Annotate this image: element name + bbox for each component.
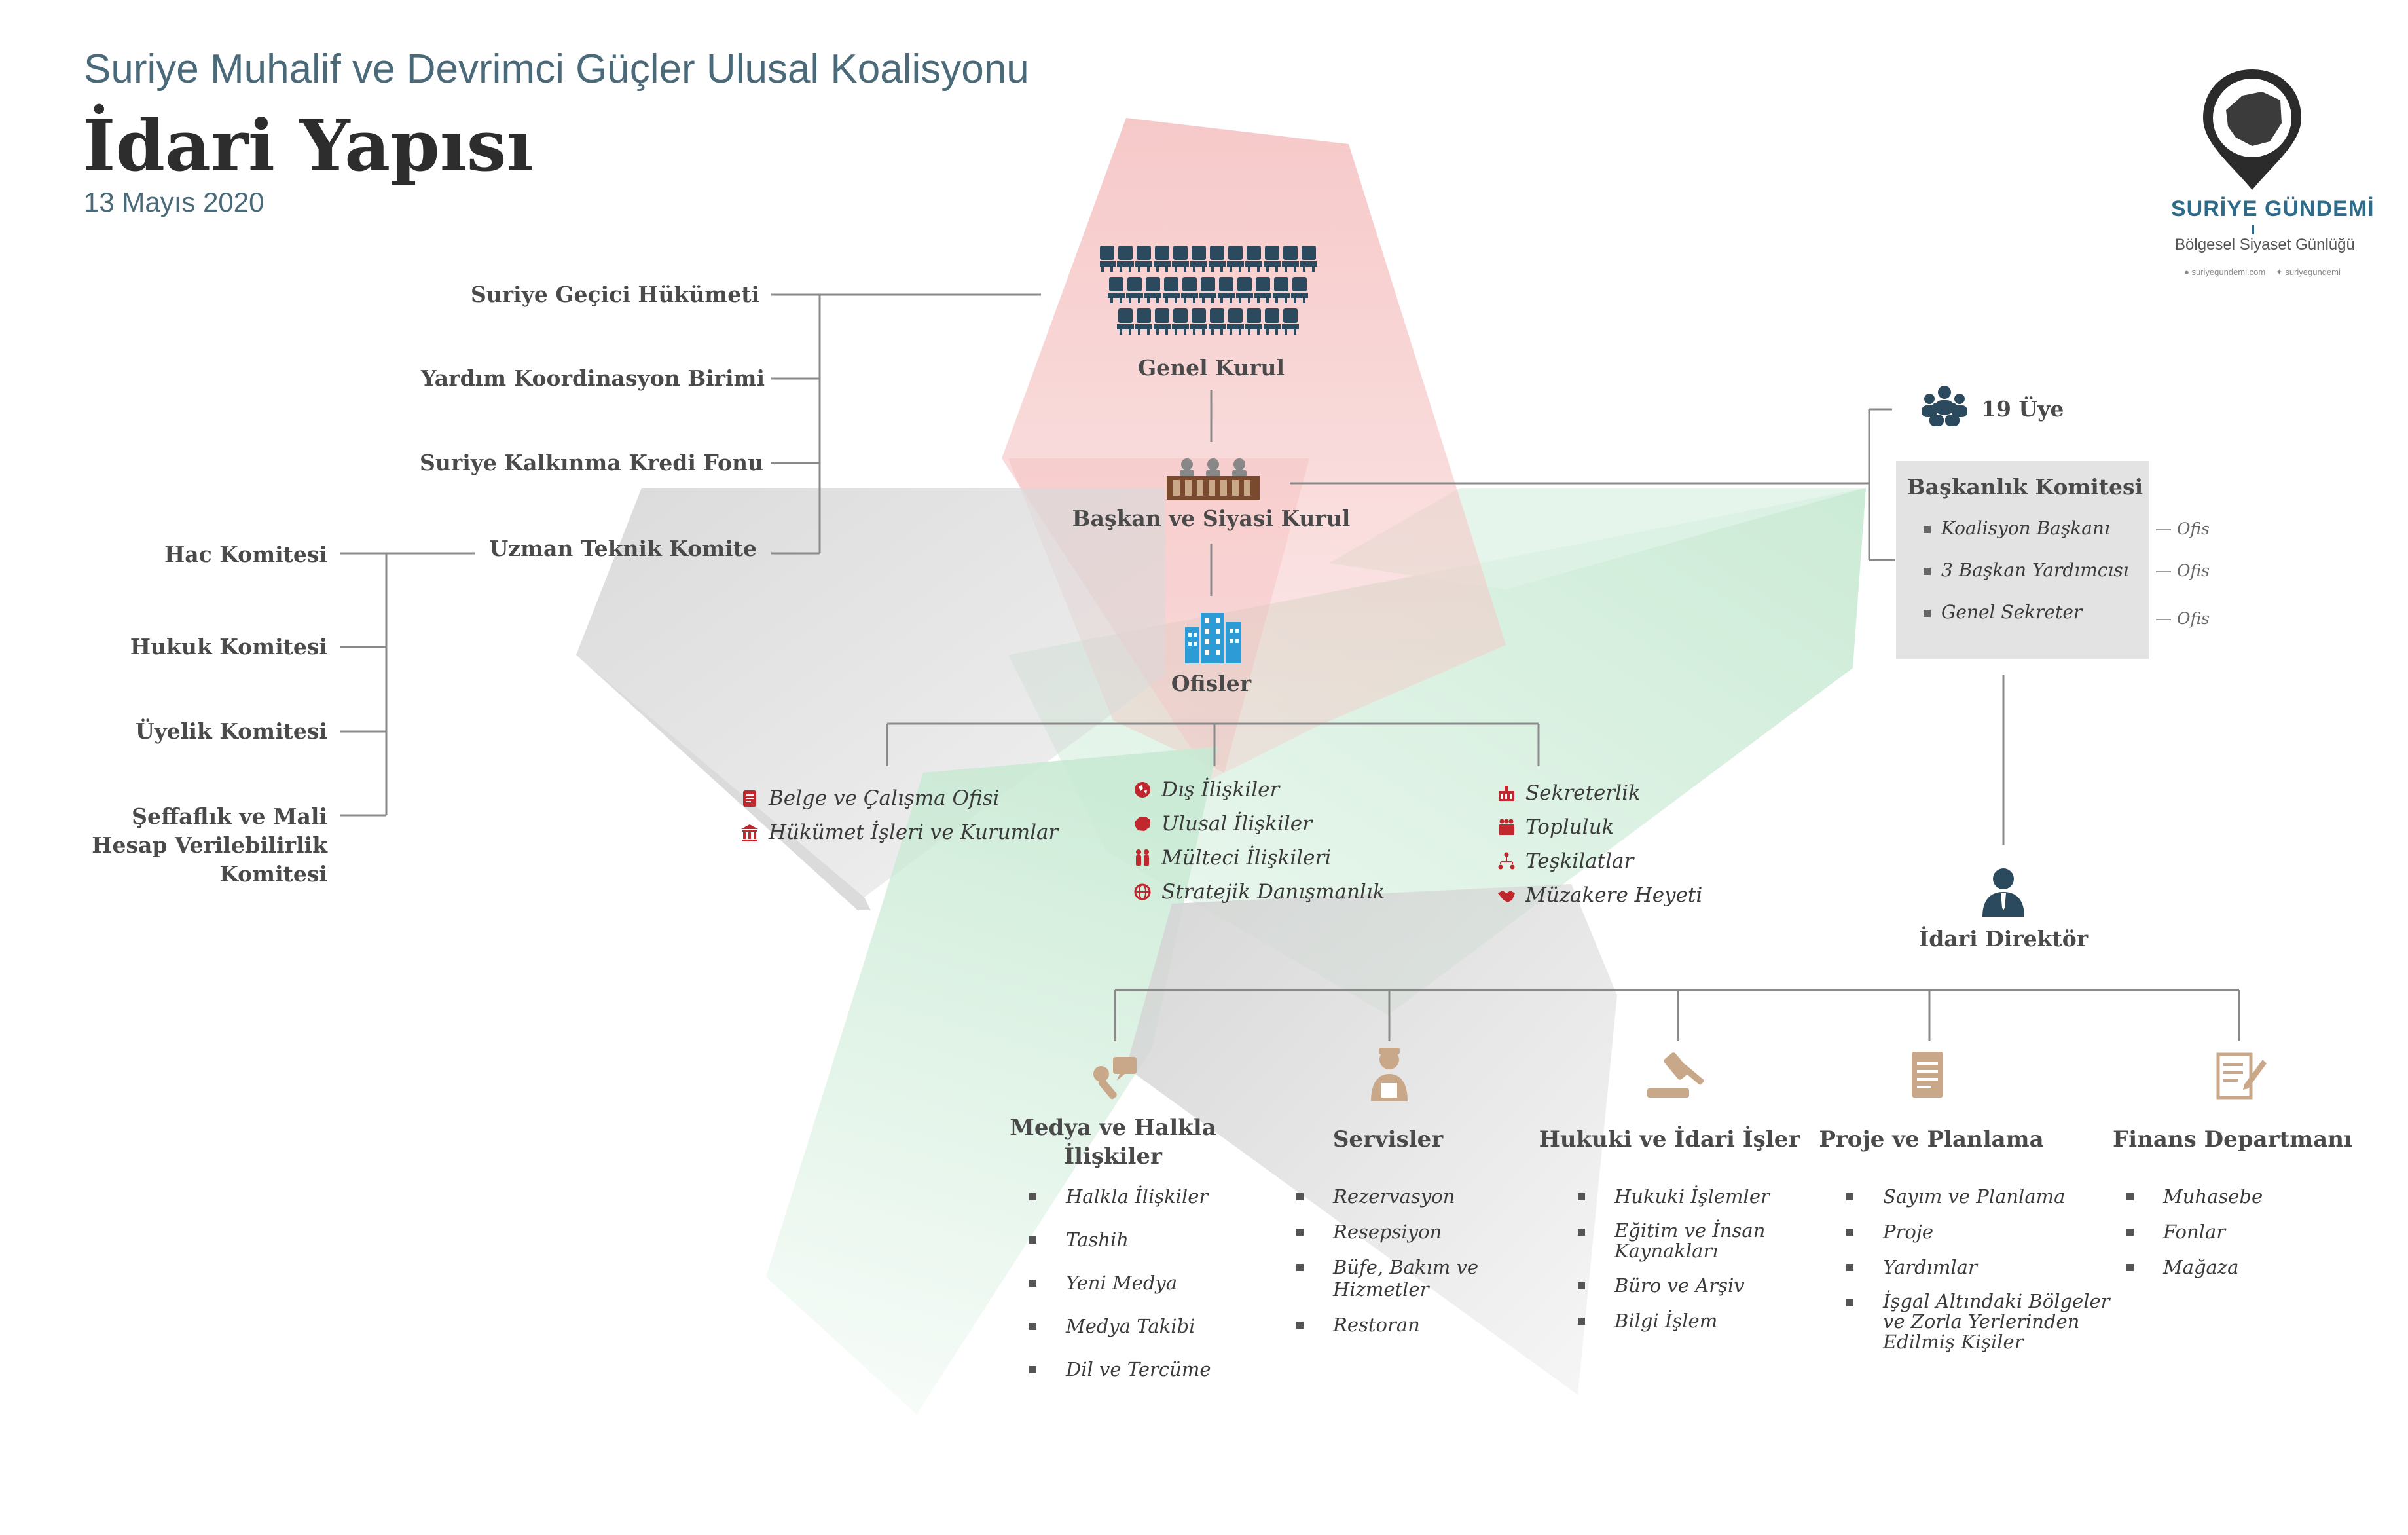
handshake-icon [1498,891,1515,902]
list-item: Medya Takibi [1029,1315,1252,1337]
body-technical-committee: Uzman Teknik Komite [489,536,757,561]
gray-band-left-tail [576,655,871,910]
assembly-seats-icon [1100,246,1317,335]
list-item: Yeni Medya [1029,1272,1252,1294]
service-worker-icon [1371,1048,1408,1101]
list-item: Sayım ve Planlama [1846,1185,2121,1208]
list-item: Büro ve Arşiv [1578,1274,1794,1297]
dept-finance-title: Finans Departmanı [2113,1126,2352,1153]
logo-name: SURİYE GÜNDEMİ [2171,196,2375,221]
document-icon [743,790,756,807]
logo-tagline: Bölgesel Siyaset Günlüğü [2175,236,2355,253]
list-item: Resepsiyon [1296,1221,1571,1243]
list-item: Büfe, Bakım ve Hizmetler [1296,1256,1571,1301]
presidency-item: Genel Sekreter [1924,601,2082,623]
office-item: Ulusal İlişkiler [1133,807,1385,841]
body-interim-government: Suriye Geçici Hükümeti [470,282,759,307]
dept-project-title: Proje ve Planlama [1819,1126,2044,1153]
body-development-fund: Suriye Kalkınma Kredi Fonu [420,450,763,475]
government-building-icon [741,824,758,841]
gavel-icon [1647,1052,1704,1098]
office-item: Dış İlişkiler [1133,773,1385,807]
office-item: Stratejik Danışmanlık [1133,875,1385,909]
list-item: Rezervasyon [1296,1185,1571,1208]
list-item: Hukuki İşlemler [1578,1185,1794,1208]
office-tag: — Ofis [2155,561,2210,580]
dept-legal-list: Hukuki İşlemler Eğitim ve İnsan Kaynakla… [1578,1185,1794,1332]
office-item: Mülteci İlişkileri [1133,841,1385,875]
list-item: İşgal Altındaki Bölgeler ve Zorla Yerler… [1846,1291,2121,1352]
president-council-label: Başkan ve Siyasi Kurul [1072,506,1351,531]
page-title: İdari Yapısı [82,105,534,187]
office-tag: — Ofis [2155,609,2210,628]
body-aid-coordination: Yardım Koordinasyon Birimi [420,365,765,391]
office-group-1: Belge ve Çalışma Ofisi Hükümet İşleri ve… [740,783,1058,851]
office-group-2: Dış İlişkiler Ulusal İlişkiler Mülteci İ… [1133,773,1385,909]
list-item: Dil ve Tercüme [1029,1358,1252,1380]
office-item: Teşkilatlar [1497,844,1702,878]
committee-law: Hukuk Komitesi [130,634,327,659]
offices-label: Ofisler [1171,671,1252,696]
members-count: 19 Üye [1981,396,2064,422]
list-item: Restoran [1296,1314,1571,1336]
list-item: Eğitim ve İnsan Kaynakları [1578,1221,1794,1261]
media-microphone-icon [1093,1057,1137,1100]
admin-director-label: İdari Direktör [1918,926,2089,952]
presidency-item: 3 Başkan Yardımcısı [1924,559,2129,581]
community-icon [1499,819,1514,835]
dept-legal-title: Hukuki ve İdari İşler [1539,1126,1800,1153]
office-building-icon [1185,613,1241,663]
office-item: Topluluk [1497,810,1702,844]
general-assembly-label: Genel Kurul [1137,355,1285,380]
header-subtitle: Suriye Muhalif ve Devrimci Güçler Ulusal… [84,46,1029,92]
secretariat-icon [1499,786,1514,801]
gray-band-left [576,488,1165,897]
office-group-3: Sekreterlik Topluluk Teşkilatlar Müzaker… [1497,776,1702,912]
list-item: Bilgi İşlem [1578,1310,1794,1332]
office-item: Sekreterlik [1497,776,1702,810]
globe-icon: ● [2184,267,2192,277]
office-item: Belge ve Çalışma Ofisi [740,783,1058,814]
dept-services-list: Rezervasyon Resepsiyon Büfe, Bakım ve Hi… [1296,1185,1571,1336]
globe-icon [1135,782,1150,798]
dept-services-title: Servisler [1332,1126,1444,1153]
office-item: Müzakere Heyeti [1497,878,1702,912]
project-document-icon [1912,1052,1943,1098]
list-item: Muhasebe [2126,1185,2349,1208]
presidency-committee-title: Başkanlık Komitesi [1906,474,2143,500]
dept-project-list: Sayım ve Planlama Proje Yardımlar İşgal … [1846,1185,2121,1352]
header-date: 13 Mayıs 2020 [84,187,265,217]
syria-map-icon [1135,817,1150,831]
dept-finance-list: Muhasebe Fonlar Mağaza [2126,1185,2349,1278]
list-item: Yardımlar [1846,1256,2121,1278]
list-item: Tashih [1029,1229,1252,1251]
finance-document-icon [2216,1052,2267,1100]
organizations-icon [1498,852,1515,870]
committee-hajj: Hac Komitesi [164,542,327,567]
director-person-icon [1982,868,2024,917]
twitter-icon: ✦ [2275,267,2286,277]
globe-grid-icon [1134,883,1151,900]
council-table-icon [1167,458,1260,500]
gray-band-bottom [1126,884,1617,1395]
green-band-left [766,747,1218,1415]
presidency-item: Koalisyon Başkanı [1924,517,2110,539]
office-item: Hükümet İşleri ve Kurumlar [740,814,1058,851]
list-item: Halkla İlişkiler [1029,1185,1252,1208]
logo-divider [2252,225,2254,234]
members-group-icon [1922,386,1967,426]
refugee-family-icon [1136,849,1149,866]
map-pin-logo-icon [2203,69,2301,190]
office-tag: — Ofis [2155,519,2210,538]
list-item: Fonlar [2126,1221,2349,1243]
logo-website: ● suriyegundemi.com ✦ suriyegundemi [2184,267,2341,277]
list-item: Proje [1846,1221,2121,1243]
list-item: Mağaza [2126,1256,2349,1278]
committee-membership: Üyelik Komitesi [135,718,327,744]
dept-media-list: Halkla İlişkiler Tashih Yeni Medya Medya… [1029,1185,1252,1380]
